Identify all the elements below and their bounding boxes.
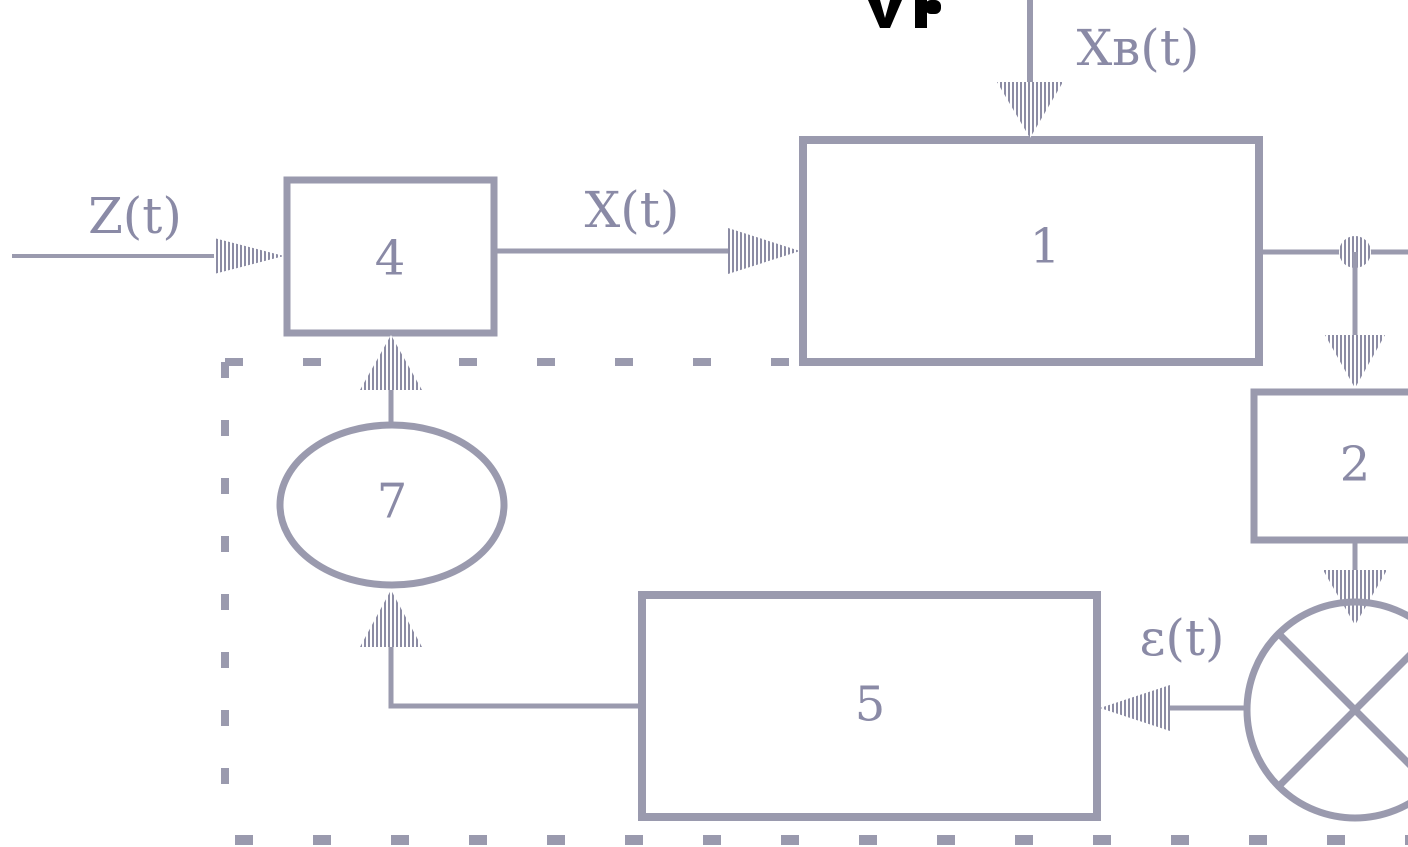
arrow-block2-to-comparator — [1323, 543, 1387, 625]
block-2-label: 2 — [1340, 437, 1371, 493]
signal-e-label: ε(t) — [1139, 609, 1224, 667]
arrow-block7-to-block4 — [360, 335, 422, 425]
comparator — [1243, 598, 1408, 822]
block-4 — [283, 176, 498, 337]
title-fragment — [868, 0, 941, 28]
block-1-label: 1 — [1030, 219, 1061, 275]
arrow-e-to-block5 — [1100, 685, 1244, 731]
block-5-label: 5 — [855, 677, 886, 733]
dashed-boundary — [221, 358, 1408, 845]
signal-xb-label: Xв(t) — [1077, 19, 1200, 77]
block-5 — [638, 591, 1101, 821]
arrow-z-to-block4 — [12, 238, 284, 274]
block-1 — [799, 136, 1263, 366]
arrow-block5-to-block7 — [360, 590, 639, 709]
output-line-block1 — [1262, 236, 1408, 388]
block-7-label: 7 — [377, 474, 408, 530]
block-2 — [1250, 388, 1408, 544]
signal-z-label: Z(t) — [88, 187, 182, 245]
signal-x-label: X(t) — [585, 181, 680, 239]
arrow-x-to-block1 — [497, 228, 800, 274]
arrow-xb-to-block1 — [997, 0, 1063, 138]
block-4-label: 4 — [375, 231, 406, 287]
